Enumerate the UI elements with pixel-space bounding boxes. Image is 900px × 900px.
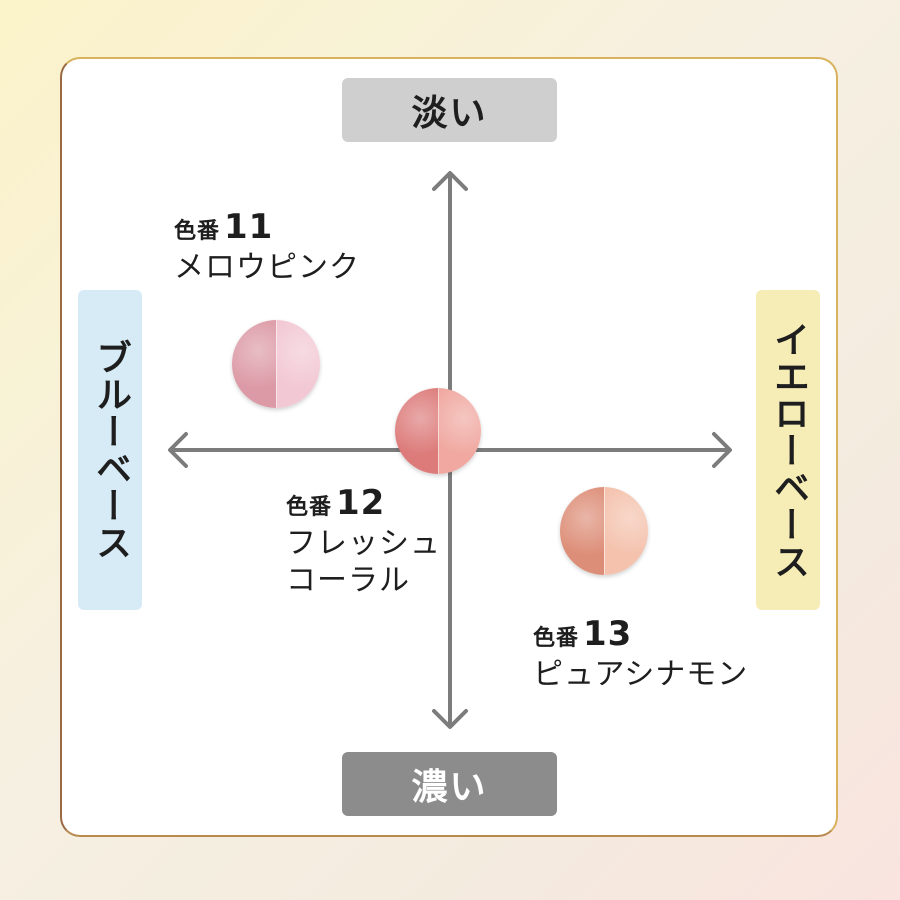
- axis-label-blue-base-text: ブルーベース: [90, 339, 131, 561]
- shade-13-swatch-divider: [604, 487, 605, 575]
- shade-13-swatch-left: [560, 487, 604, 575]
- shade-11-number: 11: [224, 207, 274, 247]
- shade-12-swatch-right: [438, 388, 481, 474]
- shade-13-number: 13: [583, 614, 633, 654]
- axis-label-blue-base: ブルーベース: [78, 290, 142, 610]
- shade-11-prefix: 色番: [174, 219, 221, 244]
- axis-label-yellow-base-text: イエローベース: [768, 320, 809, 580]
- shade-11-swatch: [232, 320, 320, 408]
- shade-13-swatch: [560, 487, 648, 575]
- shade-11-swatch-right: [276, 320, 320, 408]
- shade-12-number: 12: [336, 483, 386, 523]
- shade-12-name-line-1: フレッシュ: [286, 525, 441, 561]
- shade-12-swatch-left: [395, 388, 438, 474]
- shade-12-prefix: 色番: [286, 495, 333, 520]
- shade-13-name: ピュアシナモン: [533, 656, 749, 692]
- shade-11-swatch-left: [232, 320, 276, 408]
- shade-13-swatch-right: [604, 487, 648, 575]
- axis-label-dark: 濃い: [342, 752, 557, 816]
- shade-13-prefix: 色番: [533, 626, 580, 651]
- shade-11-swatch-divider: [276, 320, 277, 408]
- shade-11-name: メロウピンク: [174, 249, 360, 285]
- shade-12-swatch-divider: [438, 388, 439, 474]
- axis-label-yellow-base: イエローベース: [756, 290, 820, 610]
- shade-12-name-line-2: コーラル: [286, 563, 410, 598]
- shade-12-swatch: [395, 388, 481, 474]
- axis-label-light: 淡い: [342, 78, 557, 142]
- axis-label-dark-text: 濃い: [411, 767, 488, 808]
- axis-label-light-text: 淡い: [411, 93, 488, 134]
